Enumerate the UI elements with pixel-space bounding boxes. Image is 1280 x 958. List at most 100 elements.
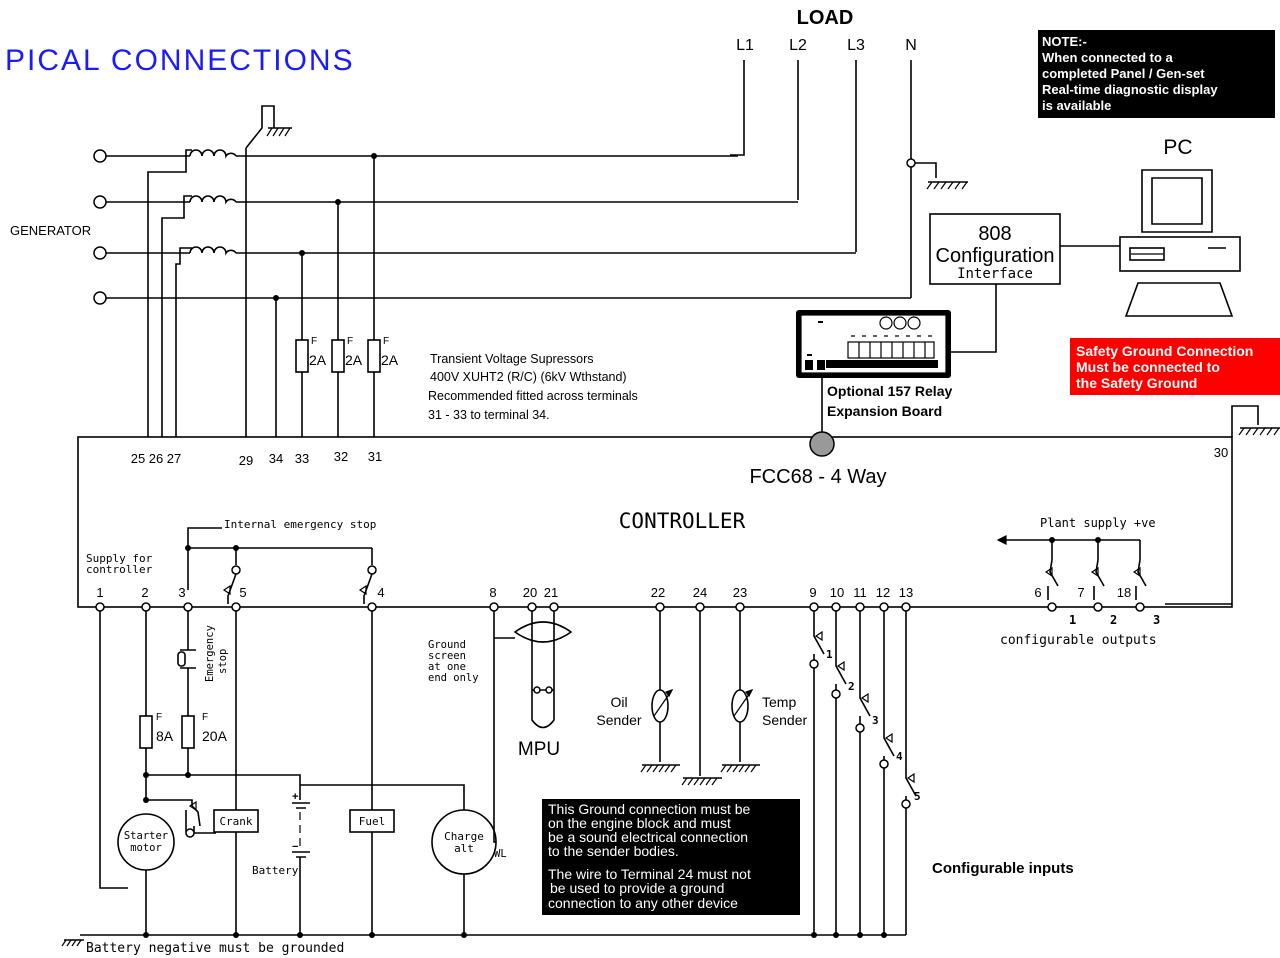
temp-sender-label-1: Temp [762, 694, 796, 710]
input-number-3: 3 [872, 714, 879, 727]
crank-relay [213, 809, 259, 833]
top-terminal-34: 34 [269, 451, 283, 466]
oil-sender [651, 688, 674, 723]
ground-symbol-oil [640, 764, 680, 773]
crank-label: Crank [219, 815, 252, 828]
charge-alt-label-2: alt [454, 842, 474, 855]
ground-screen-4: end only [428, 672, 479, 684]
top-terminal-30: 30 [1214, 445, 1228, 460]
battery-negative-note: Battery negative must be grounded [86, 941, 344, 956]
note-line5: is available [1042, 98, 1111, 113]
bottom-terminal-9: 9 [809, 585, 816, 600]
ground-note-p2-l3: connection to any other device [548, 895, 738, 911]
top-terminal-25: 25 [131, 451, 145, 466]
phase-label-l1: L1 [736, 37, 754, 54]
top-terminal-27: 27 [167, 451, 181, 466]
configurable-outputs-label: configurable outputs [1000, 633, 1157, 648]
safety-line3: the Safety Ground [1076, 375, 1197, 391]
input-number-5: 5 [914, 790, 921, 803]
ground-symbol-24 [681, 777, 722, 786]
safety-ground-box [1070, 338, 1280, 395]
phase-label-n: N [905, 37, 917, 54]
fuse-rating-31: 2A [381, 352, 399, 368]
ground-note-p1-l1: This Ground connection must be [548, 801, 751, 817]
supply-label-1: Supply for [86, 552, 153, 565]
relay-expansion-board [796, 310, 951, 378]
note-line2: When connected to a [1042, 50, 1174, 65]
bottom-terminal-23: 23 [733, 585, 747, 600]
starter-motor-label-1: Starter [124, 830, 168, 842]
note-box [1038, 30, 1275, 118]
pc-icon [1119, 169, 1241, 317]
oil-sender-label-1: Oil [610, 694, 627, 710]
internal-estop-label: Internal emergency stop [224, 518, 376, 531]
fuel-solenoid [349, 809, 395, 833]
battery-plus: + [292, 791, 298, 803]
plant-supply-label: Plant supply +ve [1040, 516, 1156, 530]
ground-symbol-safety [1238, 427, 1280, 436]
bottom-terminal-20: 20 [523, 585, 537, 600]
ground-screen-3: at one [428, 661, 466, 673]
input-number-4: 4 [896, 750, 903, 763]
ground-screen-2: screen [428, 650, 466, 662]
emergency-stop-label-1: Emergency [204, 625, 216, 682]
bottom-terminal-13: 13 [899, 585, 913, 600]
bottom-terminal-4: 4 [377, 585, 384, 600]
ground-note-box [542, 799, 800, 915]
top-terminal-29: 29 [239, 453, 253, 468]
configuration-interface-box [929, 213, 1061, 285]
top-terminal-31: 31 [368, 449, 382, 464]
suppressor-note-line2: 400V XUHT2 (R/C) (6kV Wthstand) [430, 370, 627, 384]
fuse-f-label-32: F [347, 336, 353, 347]
bottom-terminal-1: 1 [96, 585, 103, 600]
bottom-terminal-3: 3 [178, 585, 185, 600]
input-number-2: 2 [848, 680, 855, 693]
generator-label: GENERATOR [10, 223, 91, 238]
ground-screen-1: Ground [428, 639, 466, 651]
bottom-terminal-2: 2 [141, 585, 148, 600]
fuse-f-label-33: F [311, 336, 317, 347]
fuse-rating-8a: 8A [156, 728, 174, 744]
bottom-terminal-24: 24 [693, 585, 707, 600]
input-number-1: 1 [826, 648, 833, 661]
ground-note-p2-l1: The wire to Terminal 24 must not [548, 866, 751, 882]
fuse-rating-33: 2A [309, 352, 327, 368]
controller-label: CONTROLLER [619, 509, 746, 533]
oil-sender-label-2: Sender [596, 712, 641, 728]
fuse-f-label-31: F [383, 336, 389, 347]
battery-minus: − [292, 841, 298, 853]
ground-note-p1-l2: on the engine block and must [548, 815, 731, 831]
mpu-sensor [513, 611, 573, 729]
phase-label-l2: L2 [789, 37, 807, 54]
bottom-terminal-18: 18 [1117, 585, 1131, 600]
output-number-3: 3 [1153, 613, 1160, 627]
ground-note-p1-l3: be a sound electrical connection [548, 829, 748, 845]
fuse-f-label-8a: F [156, 712, 162, 723]
ct-coil-l3 [179, 246, 237, 258]
emergency-stop-button [177, 640, 196, 678]
configurable-inputs-label: Configurable inputs [932, 860, 1074, 877]
supply-label-2: controller [86, 563, 153, 576]
phase-label-l3: L3 [847, 37, 865, 54]
temp-sender [731, 688, 754, 723]
charge-alt-label-1: Charge [444, 830, 484, 843]
note-line1: NOTE:- [1042, 34, 1087, 49]
mpu-label: MPU [518, 739, 560, 760]
bottom-terminal-8: 8 [489, 585, 496, 600]
top-terminal-32: 32 [334, 449, 348, 464]
relay-board-line2: Expansion Board [827, 403, 942, 419]
bottom-terminal-21: 21 [544, 585, 558, 600]
controller-box [77, 436, 1233, 608]
starter-motor-label-2: motor [130, 842, 162, 854]
relay-board-line1: Optional 157 Relay [827, 383, 952, 399]
suppressor-note-line4: 31 - 33 to terminal 34. [428, 408, 550, 422]
ground-note-p2-l2: be used to provide a ground [550, 880, 724, 896]
fuse-rating-20a: 20A [202, 728, 228, 744]
bottom-terminal-22: 22 [651, 585, 665, 600]
interface-line2: Configuration [936, 245, 1055, 267]
fuse-rating-32: 2A [345, 352, 363, 368]
ct-coil-l1 [185, 149, 237, 160]
ground-symbol-ct [266, 127, 292, 137]
suppressor-note-line1: Transient Voltage Supressors [430, 352, 594, 366]
